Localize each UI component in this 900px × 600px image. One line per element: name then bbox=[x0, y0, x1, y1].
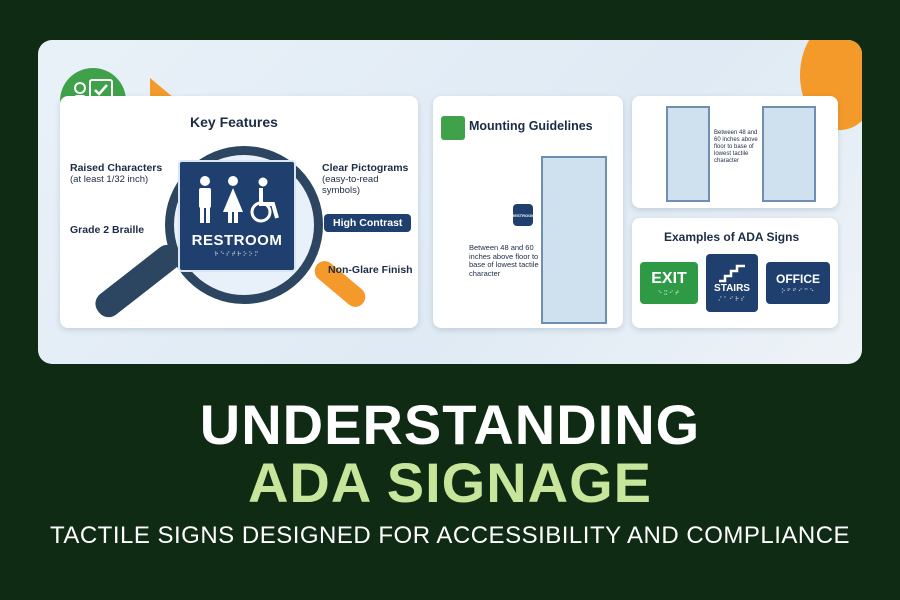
door-right bbox=[762, 106, 816, 202]
door-detail-panel: Between 48 and 60 inches above floor to … bbox=[632, 96, 838, 208]
mini-restroom-sign: RESTROOM bbox=[511, 204, 535, 226]
braille-dots: ⠗⠑⠎⠞⠗⠕⠕⠍ bbox=[214, 252, 260, 258]
restroom-sign-text: RESTROOM bbox=[191, 232, 283, 249]
high-contrast-badge: High Contrast bbox=[324, 214, 412, 232]
examples-title: Examples of ADA Signs bbox=[664, 230, 800, 244]
headline-subtitle: TACTILE SIGNS DESIGNED FOR ACCESSIBILITY… bbox=[49, 522, 851, 549]
door-illustration bbox=[541, 156, 607, 324]
hero-illustration: Key Features RESTROOM ⠗⠑⠎⠞⠗⠕⠕⠍ Raised Ch… bbox=[38, 40, 862, 364]
door-left bbox=[666, 106, 710, 202]
office-sign: OFFICE ⠕⠋⠋⠊⠉⠑ bbox=[766, 262, 830, 304]
grade-2-braille-label: Grade 2 Braille bbox=[70, 224, 145, 236]
raised-characters-label: Raised Characters (at least 1/32 inch) bbox=[70, 162, 163, 185]
mounting-title: Mounting Guidelines bbox=[469, 119, 593, 133]
restroom-sign: RESTROOM ⠗⠑⠎⠞⠗⠕⠕⠍ bbox=[178, 160, 296, 272]
clear-pictograms-label: Clear Pictograms (easy-to-read symbols) bbox=[322, 162, 409, 196]
stairs-icon bbox=[719, 264, 745, 283]
headline-line-1: UNDERSTANDING bbox=[199, 393, 701, 456]
door-height-note: Between 48 and 60 inches above floor to … bbox=[714, 130, 758, 164]
stairs-sign: STAIRS ⠌⠁⠊⠗⠎ bbox=[706, 254, 758, 312]
non-glare-finish-label: Non-Glare Finish bbox=[328, 264, 413, 276]
key-features-title: Key Features bbox=[190, 114, 278, 130]
restroom-pictogram-icon bbox=[199, 176, 279, 223]
examples-panel: Examples of ADA Signs EXIT ⠑⠭⠊⠞ STAIRS ⠌… bbox=[632, 218, 838, 328]
mounting-icon bbox=[441, 116, 465, 140]
key-features-panel: Key Features RESTROOM ⠗⠑⠎⠞⠗⠕⠕⠍ Raised Ch… bbox=[60, 96, 418, 328]
exit-sign: EXIT ⠑⠭⠊⠞ bbox=[640, 262, 698, 304]
headline-line-2: ADA SIGNAGE bbox=[247, 451, 653, 514]
magnifier-handle bbox=[90, 239, 186, 323]
mounting-guidelines-panel: Mounting Guidelines RESTROOM Between 48 … bbox=[433, 96, 623, 328]
mounting-height-note: Between 48 and 60 inches above floor to … bbox=[469, 243, 539, 278]
